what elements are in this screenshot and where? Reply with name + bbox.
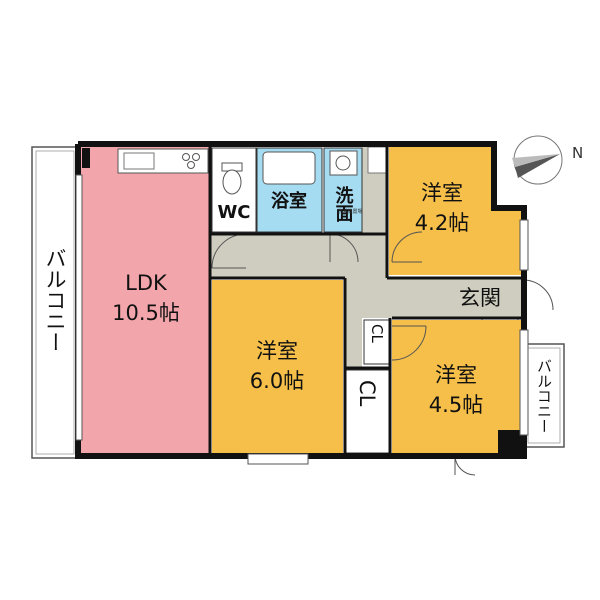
room-western-ne: 洋室 4.2帖 <box>367 146 522 275</box>
windows <box>75 174 529 465</box>
room-bath: 浴室 <box>256 147 323 233</box>
wc-label: WC <box>217 202 250 223</box>
room-western-se: 洋室 4.5帖 <box>392 320 522 453</box>
balcony-east: バルコニー <box>523 343 565 448</box>
room-western-main: 洋室 6.0帖 <box>212 280 343 453</box>
balcony-west-label: バルコニー <box>43 248 67 353</box>
closet-small-label: CL <box>368 324 386 343</box>
bathtub-icon <box>262 151 316 185</box>
stove-icon <box>182 153 190 161</box>
room-ldk: LDK 10.5帖 <box>80 146 210 453</box>
balcony-east-label: バルコニー <box>535 359 553 434</box>
compass: N <box>512 135 583 185</box>
closet-large: CL <box>344 369 391 454</box>
balcony-west: バルコニー <box>31 146 79 459</box>
sink-icon <box>329 150 358 176</box>
walls <box>75 141 527 459</box>
western-se-name: 洋室 <box>435 363 477 387</box>
ldk-name: LDK <box>125 271 168 295</box>
western-ne-name: 洋室 <box>421 181 463 205</box>
toilet-icon <box>222 169 242 195</box>
western-ne-size: 4.2帖 <box>415 211 469 235</box>
room-washroom: 洗面 洗濯機置場 <box>323 147 363 233</box>
western-main-size: 6.0帖 <box>250 369 304 393</box>
washer-label: 洗濯機置場 <box>337 208 362 215</box>
bath-label: 浴室 <box>271 190 307 212</box>
entrance-label: 玄関 <box>459 286 501 310</box>
room-wc: WC <box>211 147 257 233</box>
closet-small: CL <box>363 319 391 365</box>
ldk-size: 10.5帖 <box>112 301 180 325</box>
western-main-name: 洋室 <box>256 339 298 363</box>
washroom-label: 洗面 <box>333 185 354 223</box>
compass-north-label: N <box>572 144 583 162</box>
closet-large-label: CL <box>355 380 379 407</box>
western-se-size: 4.5帖 <box>429 393 483 417</box>
